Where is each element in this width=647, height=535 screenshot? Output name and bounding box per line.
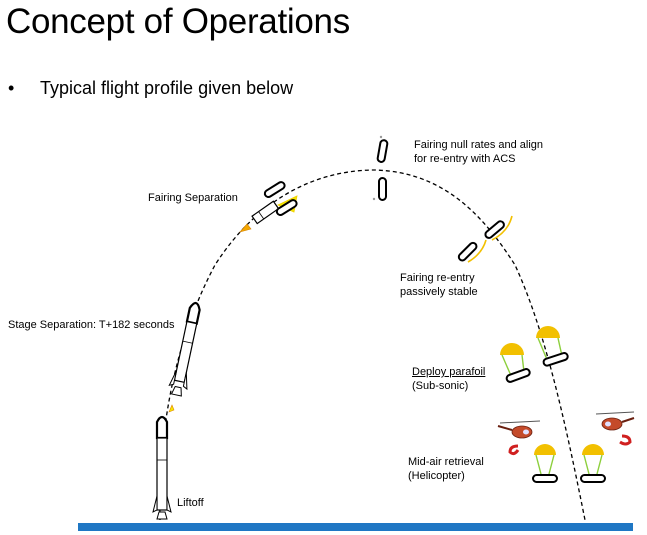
rocket-stage-separation: [168, 301, 201, 397]
ground-bar: [78, 523, 633, 531]
rocket-fairing-separation: [239, 181, 298, 233]
label-deploy-parafoil: Deploy parafoil (Sub-sonic): [412, 366, 486, 392]
fairing-apex: [372, 135, 389, 201]
retrieval-chute-1: [532, 444, 558, 483]
rocket-liftoff: [152, 415, 172, 520]
label-reentry: Fairing re-entry passively stable: [400, 272, 478, 298]
retrieval-chute-2: [580, 444, 606, 483]
label-stage-separation: Stage Separation: T+182 seconds: [8, 319, 175, 331]
bullet-point: • Typical flight profile given below: [8, 78, 293, 99]
parafoil-2: [536, 326, 569, 367]
liftoff-flame: [168, 404, 175, 413]
bullet-symbol: •: [8, 78, 15, 98]
label-null-rates: Fairing null rates and align for re-entr…: [414, 139, 544, 165]
trajectory-path: [159, 169, 586, 521]
parafoil-1: [500, 343, 531, 383]
label-liftoff: Liftoff: [177, 497, 204, 509]
fairing-reentry: [457, 215, 513, 263]
label-mid-air-retrieval: Mid-air retrieval (Helicopter): [408, 456, 484, 482]
helicopter-1: [497, 420, 541, 456]
slide-title: Concept of Operations: [6, 2, 350, 41]
label-fairing-separation: Fairing Separation: [148, 192, 238, 204]
hook-icon: [508, 444, 520, 456]
bullet-text: Typical flight profile given below: [40, 78, 294, 98]
hook-icon: [619, 434, 632, 446]
helicopter-2: [595, 411, 635, 446]
